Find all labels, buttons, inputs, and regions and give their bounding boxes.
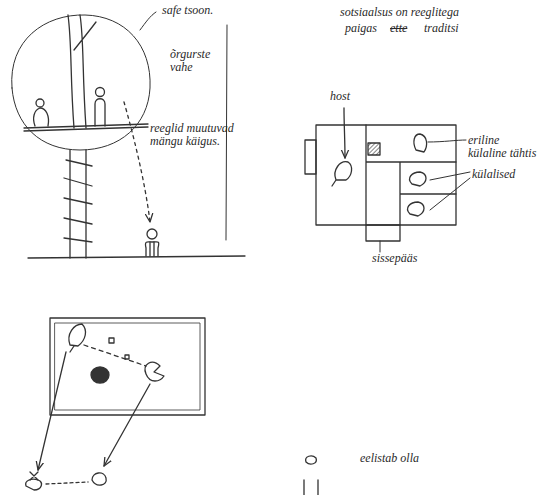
handwritten-note: külalised	[472, 168, 542, 181]
handwritten-note: õrgurste vahe	[170, 48, 230, 74]
handwritten-note: traditsi	[424, 22, 484, 35]
floor-plan	[305, 108, 470, 252]
handwritten-note: host	[330, 90, 370, 103]
handwritten-note: eelistab olla	[360, 452, 470, 465]
handwritten-note: paigas	[345, 22, 390, 35]
handwritten-note: safe tsoon.	[162, 4, 242, 17]
lone-figure	[304, 456, 318, 495]
handwritten-note: reeglid muutuvad mängu käigus.	[150, 122, 260, 148]
handwritten-note: ette	[390, 22, 420, 35]
game-board	[26, 318, 205, 490]
handwritten-note: sotsiaalsus on reeglitega	[340, 6, 510, 19]
handwritten-note: eriline külaline tähtis	[468, 134, 538, 160]
handwritten-note: sissepääs	[372, 252, 442, 265]
